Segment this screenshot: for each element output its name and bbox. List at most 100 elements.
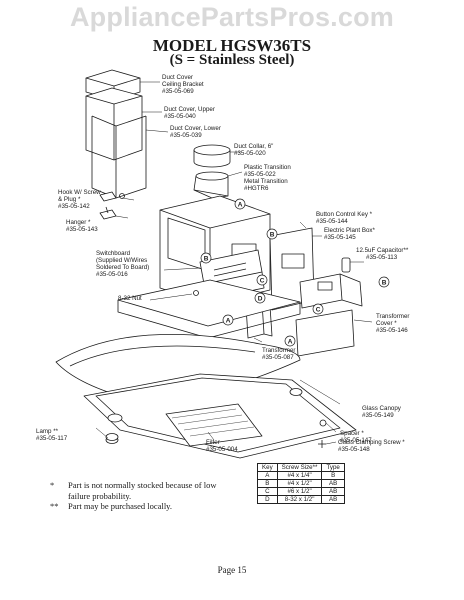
label-line: 8-32 Nut	[118, 295, 142, 302]
table-cell: #4 x 1/4"	[276, 471, 323, 480]
label-line: Duct Collar, 6"	[234, 143, 273, 150]
callout-text: B	[382, 279, 387, 286]
label-line: #35-05-113	[366, 254, 398, 261]
label-line: #35-05-142	[58, 203, 90, 210]
page-subtitle: (S = Stainless Steel)	[169, 52, 295, 68]
callout-b-1	[266, 228, 278, 240]
label-line: Duct Cover, Lower	[170, 125, 221, 132]
label-line: Lamp **	[36, 428, 59, 435]
label-line: Transformer	[376, 313, 409, 320]
callout-b-2	[200, 252, 212, 264]
callout-markers	[200, 198, 390, 347]
label-line: Cover *	[376, 320, 397, 327]
label-line: Ceiling Bracket	[162, 81, 204, 88]
hanger	[99, 206, 117, 220]
spacer	[319, 419, 327, 427]
svg-text:Spacer *#35-05-147: Spacer *#35-05-147	[340, 430, 372, 444]
footnote-symbol: **	[50, 501, 59, 511]
duct-collar	[193, 144, 231, 168]
svg-text:Filter#35-05-004: Filter#35-05-004	[206, 439, 238, 453]
label-line: Duct Cover, Upper	[164, 106, 215, 113]
page-title: MODEL HGSW36TS	[152, 36, 312, 55]
label-line: 12.5uF Capacitor**	[356, 247, 409, 254]
callout-c-2	[312, 303, 324, 315]
callout-text: A	[288, 338, 293, 345]
svg-text:Glass Clamping Screw *#35-05-1: Glass Clamping Screw *#35-05-148	[338, 439, 405, 453]
table-cell: B	[321, 471, 345, 480]
footnote-symbol: *	[50, 480, 55, 490]
label-line: Plastic Transition	[244, 164, 291, 171]
label-line: #35-05-144	[316, 218, 348, 225]
label-line: #35-05-016	[96, 271, 128, 278]
lamp	[105, 388, 303, 444]
footnote: * Part is not normally stocked because o…	[50, 480, 280, 501]
svg-text:Duct Collar, 6"#35-05-020: Duct Collar, 6"#35-05-020	[234, 143, 273, 157]
callout-b-3	[378, 276, 390, 288]
table-cell: AB	[321, 495, 345, 504]
svg-text:Hook W/ Screw& Plug *#35-05-14: Hook W/ Screw& Plug *#35-05-142	[58, 189, 101, 210]
label-line: #35-05-069	[162, 88, 194, 95]
callout-a-1	[234, 198, 246, 210]
svg-text:Duct Cover, Upper#35-05-040: Duct Cover, Upper#35-05-040	[164, 106, 215, 120]
label-line: #35-05-143	[66, 226, 98, 233]
watermark: AppliancePartsPros.com	[69, 2, 394, 32]
label-line: #35-05-020	[234, 150, 266, 157]
label-line: Switchboard	[96, 250, 131, 257]
callout-text: A	[238, 201, 243, 208]
footnote: ** Part may be purchased locally.	[50, 501, 280, 512]
callout-text: C	[316, 306, 321, 313]
label-line: Duct Cover	[162, 74, 193, 81]
label-line: #35-05-117	[36, 435, 68, 442]
svg-text:Transformer#35-05-087: Transformer#35-05-087	[262, 347, 295, 361]
table-cell: #4 x 1/2"	[276, 479, 323, 488]
screw-key-table: Key Screw Size** Type A #4 x 1/4" B B #4…	[257, 463, 345, 504]
table-header: Screw Size**	[276, 463, 323, 472]
duct-cover-upper	[85, 87, 143, 161]
table-cell: AB	[321, 479, 345, 488]
label-line: #35-05-022	[244, 171, 276, 178]
label-line: #35-05-146	[376, 327, 408, 334]
label-line: Metal Transition	[244, 178, 288, 185]
table-row: D 8-32 x 1/2" AB	[257, 495, 345, 504]
footnote-line: failure probability.	[68, 490, 132, 501]
label-line: Soldered To Board)	[96, 264, 149, 271]
table-cell: 8-32 x 1/2"	[276, 495, 323, 504]
duct-cover-lower	[91, 115, 147, 199]
label-line: #35-05-087	[262, 354, 294, 361]
8-32-nut	[193, 290, 199, 296]
label-line: Glass Canopy	[362, 405, 402, 412]
footnote-line: Part may be purchased locally.	[68, 501, 173, 511]
label-line: #35-05-145	[324, 234, 356, 241]
label-line: #35-05-148	[338, 446, 370, 453]
callout-d-1	[254, 292, 266, 304]
label-line: Spacer *	[340, 430, 364, 437]
label-line: Button Control Key *	[316, 211, 373, 218]
callout-a-3	[284, 335, 296, 347]
svg-text:12.5uF Capacitor**#35-05-113: 12.5uF Capacitor**#35-05-113	[356, 247, 409, 261]
table-header-row: Key Screw Size** Type	[257, 463, 345, 472]
glass-canopy-curved	[55, 334, 301, 405]
label-line: #35-05-147	[340, 437, 372, 444]
table-cell: A	[257, 471, 278, 480]
table-cell: AB	[321, 487, 345, 496]
callout-text: D	[258, 295, 263, 302]
callout-text: C	[260, 277, 265, 284]
callout-text: B	[270, 231, 275, 238]
filter	[165, 403, 263, 447]
footnote-line: Part is not normally stocked because of …	[68, 480, 217, 490]
svg-text:Button Control Key *#35-05-144: Button Control Key *#35-05-144	[316, 211, 373, 225]
label-line: #35-05-004	[206, 446, 238, 453]
label-line: Transformer	[262, 347, 295, 354]
callout-c-1	[256, 274, 268, 286]
capacitor	[341, 257, 351, 273]
page-number: Page 15	[217, 565, 247, 575]
table-row: A #4 x 1/4" B	[257, 471, 345, 480]
label-line: Hanger *	[66, 219, 91, 226]
table-cell: #6 x 1/2"	[276, 487, 323, 496]
label-line: (Supplied W/Wires	[96, 257, 147, 264]
svg-text:Lamp **#35-05-117: Lamp **#35-05-117	[36, 428, 68, 442]
